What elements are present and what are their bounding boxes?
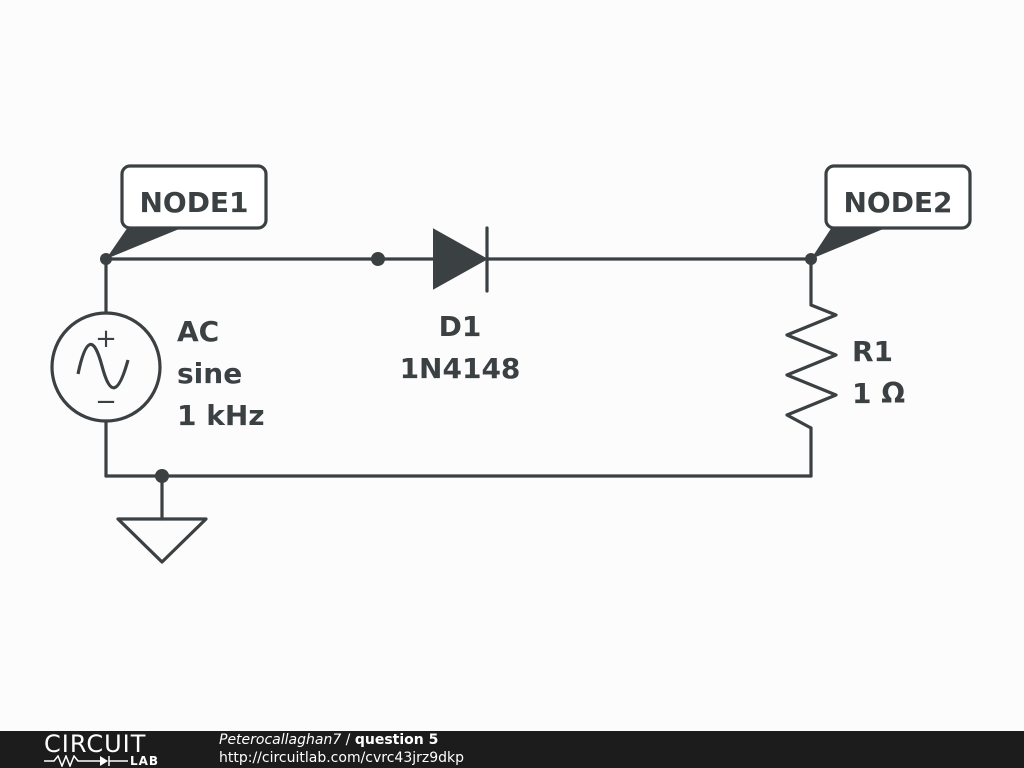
resistor-value: 1 Ω xyxy=(852,377,905,410)
diode-part: 1N4148 xyxy=(400,352,521,385)
ground-icon xyxy=(116,517,208,564)
logo-resistor-diode-icon xyxy=(44,755,128,767)
logo-lab-text: LAB xyxy=(130,754,160,768)
junction-top xyxy=(371,252,385,266)
node2-label: NODE2 xyxy=(843,186,952,219)
footer-separator: / xyxy=(341,732,355,748)
diode-name: D1 xyxy=(439,310,482,343)
resistor-icon xyxy=(785,303,838,430)
footer-title[interactable]: question 5 xyxy=(354,732,439,748)
source-plus: + xyxy=(95,324,117,354)
diode-icon xyxy=(433,226,489,293)
node1-flag: NODE1 xyxy=(106,164,268,259)
footer-bar: CIRCUIT LAB Peterocallaghan7 / question … xyxy=(0,731,1024,768)
resistor-name: R1 xyxy=(852,335,893,368)
source-label-frequency: 1 kHz xyxy=(177,399,265,432)
ac-source-icon: + − xyxy=(50,311,162,423)
footer-url-link[interactable]: http://circuitlab.com/cvrc43jrz9dkp xyxy=(219,750,465,766)
footer-user[interactable]: Peterocallaghan7 xyxy=(219,732,342,748)
node1-label: NODE1 xyxy=(139,186,248,219)
source-minus: − xyxy=(95,387,117,417)
node2-flag: NODE2 xyxy=(811,164,972,259)
footer-credit: Peterocallaghan7 / question 5 xyxy=(219,731,438,749)
logo-circuit-text: CIRCUIT xyxy=(44,730,147,758)
source-label-shape: sine xyxy=(177,357,242,390)
circuit-schematic: + − AC sine 1 kHz D1 1N4148 R1 1 Ω NODE1… xyxy=(50,164,972,564)
junction-ground xyxy=(155,469,169,483)
source-label-type: AC xyxy=(177,315,219,348)
